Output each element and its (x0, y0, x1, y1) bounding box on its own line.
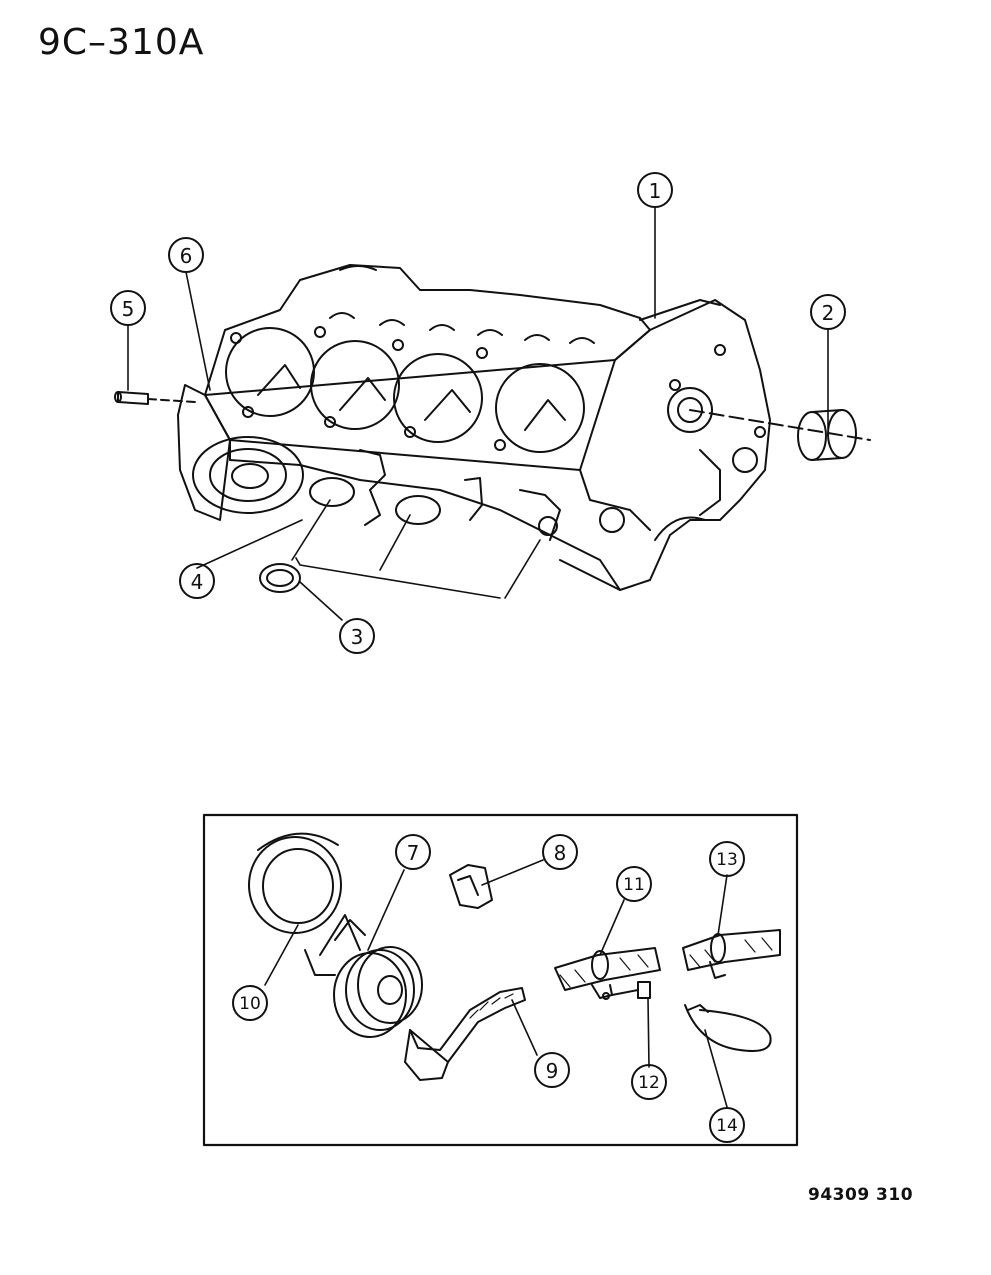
leader-lines-upper (127, 206, 829, 621)
callout-14: 14 (716, 1116, 738, 1136)
callout-6: 6 (180, 244, 193, 268)
callout-12: 12 (638, 1073, 660, 1093)
cable-tie-illustration (684, 1004, 772, 1052)
cam-bearing-illustration (689, 409, 871, 461)
callout-8: 8 (554, 841, 567, 865)
clip-illustration (449, 864, 493, 909)
leader-lines-inset (264, 859, 728, 1108)
core-plug-illustration (259, 563, 301, 593)
callout-13: 13 (716, 850, 738, 870)
callout-11: 11 (623, 875, 645, 895)
callout-3: 3 (351, 625, 364, 649)
callout-circles (110, 172, 846, 1143)
callout-4: 4 (191, 570, 204, 594)
sleeve-with-clamp-illustration (682, 929, 781, 979)
inset-frame (202, 813, 799, 1147)
oil-seal-illustration (248, 832, 342, 934)
callout-7: 7 (407, 841, 420, 865)
pickup-assembly-illustration (304, 914, 423, 1038)
dowel-pin-illustration (114, 391, 196, 405)
sleeve-with-bracket-illustration (554, 947, 661, 999)
figure-reference-code: 94309 310 (808, 1185, 914, 1205)
wiring-harness-illustration (404, 987, 526, 1081)
callout-9: 9 (546, 1059, 559, 1083)
engine-block-illustration (177, 264, 771, 591)
page-code: 9C–310A (38, 22, 205, 63)
callout-2: 2 (822, 301, 835, 325)
callout-10: 10 (239, 994, 261, 1014)
callout-1: 1 (649, 179, 662, 203)
callout-5: 5 (122, 297, 135, 321)
bolt-illustration (602, 981, 651, 1000)
